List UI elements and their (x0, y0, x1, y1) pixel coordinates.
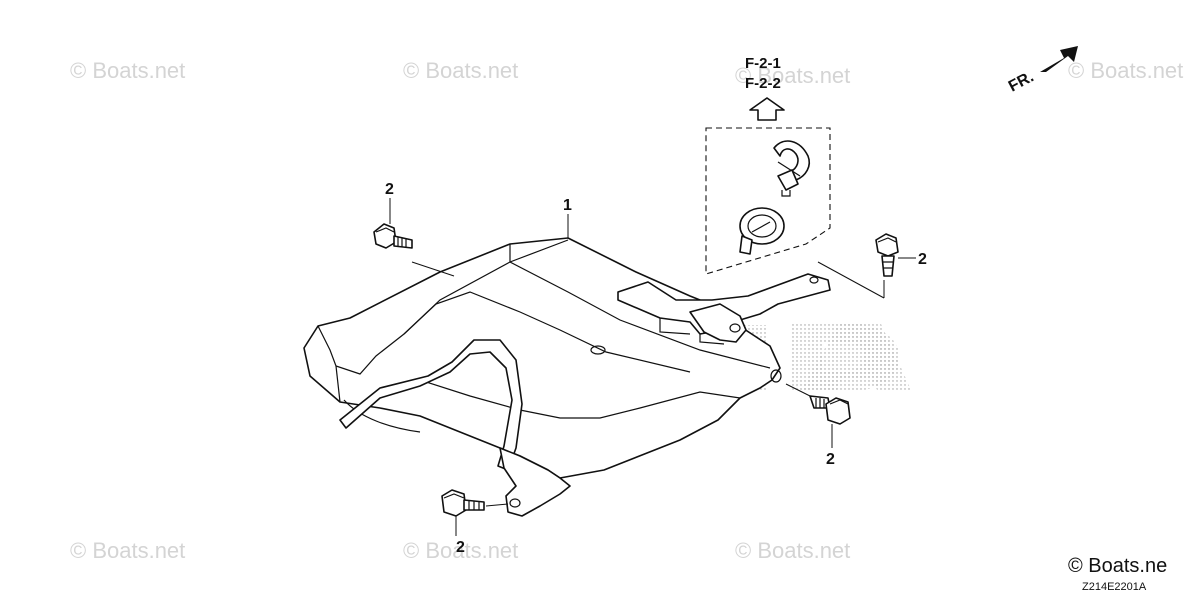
reference-dashed-box (705, 127, 831, 275)
ref-f-2-2: F-2-2 (745, 75, 781, 92)
reference-group: F-2-1 F-2-2 (705, 55, 831, 275)
up-arrow-icon (749, 97, 785, 121)
ref-f-2-1: F-2-1 (745, 55, 781, 72)
watermark-text: © Boats.net (70, 58, 185, 83)
callout-bolt-right: 2 (918, 251, 927, 268)
bolt-bottom-left: 2 (441, 489, 509, 556)
watermark-text: © Boats.net (735, 63, 850, 88)
callout-bolt-bottom-left: 2 (456, 539, 465, 556)
diagram-code: Z214E2201A (1082, 581, 1147, 593)
wire-stay (617, 273, 831, 335)
callout-bolt-bottom-right: 2 (826, 451, 835, 468)
watermark-text: © Boats.net (403, 538, 518, 563)
front-arrow-icon (1040, 46, 1078, 72)
fr-label: FR. (1006, 68, 1037, 95)
footer-brand: © Boats.ne (1068, 555, 1167, 577)
stay-clip (689, 303, 747, 343)
cover-part (303, 237, 831, 517)
bolt-right: 2 (817, 233, 927, 299)
cover-body (303, 237, 781, 479)
bolt-bottom-right: 2 (785, 383, 851, 468)
bolt-top-left: 2 (373, 181, 455, 277)
watermark-text: © Boats.net (70, 538, 185, 563)
watermark-text: © Boats.net (735, 538, 850, 563)
watermark-text: © Boats.net (1068, 58, 1183, 83)
watermark-layer: © Boats.net © Boats.net © Boats.net © Bo… (70, 58, 1183, 563)
callout-part-1: 1 (563, 197, 572, 214)
watermark-text: © Boats.net (403, 58, 518, 83)
callout-bolt-top-left: 2 (385, 181, 394, 198)
